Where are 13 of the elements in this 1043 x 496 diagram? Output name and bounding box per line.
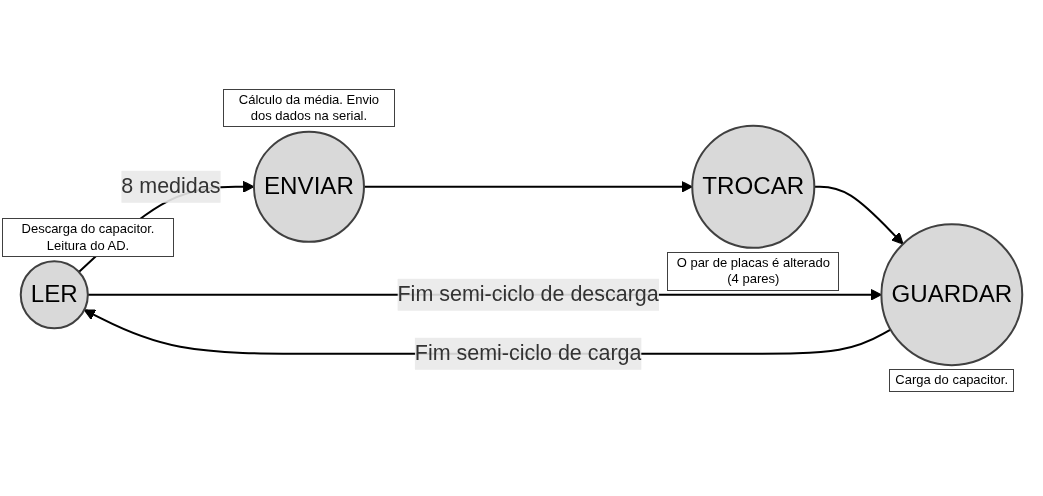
edge-label: Fim semi-ciclo de carga [414,341,642,365]
node-circle: ENVIAR [252,130,365,243]
node-circle: LER [19,260,89,330]
note-box: Carga do capacitor. [889,369,1015,392]
node-circle: GUARDAR [880,223,1024,367]
node-circle: TROCAR [691,124,816,249]
arrow [363,181,693,193]
note-box: Cálculo da média. Envio dos dados na serial. [222,88,395,128]
edge-label: Fim semi-ciclo de descarga [397,282,659,306]
arrow [814,185,904,245]
edge-label: 8 medidas [121,174,221,198]
note-box: O par de placas é alterado (4 pares) [667,252,840,291]
note-box: Descarga do capacitor. Leitura do AD. [2,218,174,257]
